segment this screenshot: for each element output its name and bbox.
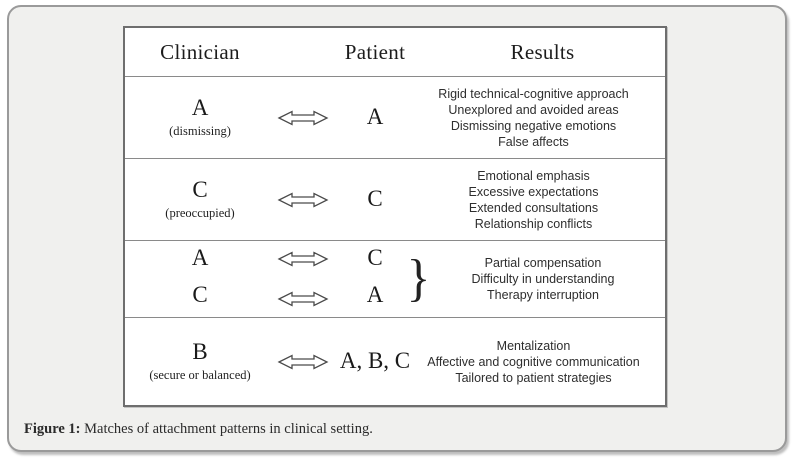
double-arrow-icon bbox=[277, 191, 328, 208]
clinician-cell: A C bbox=[125, 241, 275, 317]
figure-caption: Figure 1: Matches of attachment patterns… bbox=[24, 421, 373, 438]
double-arrow-icon bbox=[277, 251, 328, 267]
clinician-cell: C (preoccupied) bbox=[125, 159, 275, 240]
table-row: B (secure or balanced) A, B, C Mentaliza… bbox=[125, 318, 665, 405]
result-line: Therapy interruption bbox=[487, 288, 599, 302]
double-arrow-icon bbox=[277, 353, 328, 370]
patient-letter: A bbox=[366, 104, 384, 130]
patient-letter: A, B, C bbox=[339, 348, 411, 374]
header-patient: Patient bbox=[344, 39, 406, 64]
result-line: Affective and cognitive communication bbox=[427, 354, 640, 369]
results-lines: Partial compensation Difficulty in under… bbox=[439, 255, 647, 303]
header-spacer bbox=[275, 28, 330, 76]
clinician-sublabel: (preoccupied) bbox=[165, 205, 235, 220]
header-results: Results bbox=[510, 39, 575, 64]
result-line: Unexplored and avoided areas bbox=[448, 102, 619, 117]
table-row: A (dismissing) A Rigid technical-cogniti… bbox=[125, 77, 665, 159]
table-header-row: Clinician Patient Results bbox=[125, 28, 665, 77]
patient-letter: C bbox=[367, 186, 383, 212]
table-row: A C C A } Partial compensation Difficult… bbox=[125, 241, 665, 318]
arrow-cell bbox=[275, 77, 330, 158]
patient-letter: C bbox=[367, 245, 383, 270]
patient-cell: C bbox=[330, 159, 420, 240]
result-line: Tailored to patient strategies bbox=[455, 370, 612, 385]
clinician-letter: C bbox=[192, 177, 208, 203]
result-line: Mentalization bbox=[496, 338, 571, 353]
arrow-cell bbox=[275, 318, 330, 405]
results-cell: Rigid technical-cognitive approach Unexp… bbox=[420, 77, 665, 158]
result-line: Extended consultations bbox=[468, 200, 599, 215]
results-cell: } Partial compensation Difficulty in und… bbox=[407, 241, 665, 317]
table-row: C (preoccupied) C Emotional emphasis Exc… bbox=[125, 159, 665, 241]
results-cell: Mentalization Affective and cognitive co… bbox=[420, 318, 665, 405]
double-arrow-icon bbox=[277, 291, 328, 307]
clinician-cell: B (secure or balanced) bbox=[125, 318, 275, 405]
brace-glyph: } bbox=[406, 250, 431, 307]
result-line: Rigid technical-cognitive approach bbox=[438, 86, 629, 101]
double-arrow-icon bbox=[277, 109, 328, 126]
arrow-cell bbox=[275, 159, 330, 240]
clinician-letter: B bbox=[192, 339, 208, 365]
results-cell: Emotional emphasis Excessive expectation… bbox=[420, 159, 665, 240]
result-line: Difficulty in understanding bbox=[471, 272, 615, 286]
clinician-sublabel: (dismissing) bbox=[169, 123, 231, 138]
figure-caption-label: Figure 1: bbox=[24, 421, 81, 437]
clinician-sublabel: (secure or balanced) bbox=[149, 367, 251, 382]
attachment-patterns-table: Clinician Patient Results A (dismissing)… bbox=[123, 26, 667, 407]
header-clinician: Clinician bbox=[160, 39, 240, 64]
result-line: Excessive expectations bbox=[468, 184, 599, 199]
patient-cell: C A bbox=[330, 241, 420, 317]
patient-cell: A, B, C bbox=[330, 318, 420, 405]
clinician-cell: A (dismissing) bbox=[125, 77, 275, 158]
clinician-letter: C bbox=[192, 281, 208, 307]
clinician-letter: A bbox=[191, 245, 209, 270]
clinician-letter: A bbox=[191, 95, 209, 121]
patient-cell: A bbox=[330, 77, 420, 158]
result-line: Dismissing negative emotions bbox=[450, 118, 617, 133]
result-line: Partial compensation bbox=[484, 256, 602, 270]
result-line: False affects bbox=[498, 134, 569, 149]
result-line: Relationship conflicts bbox=[474, 216, 593, 231]
result-line: Emotional emphasis bbox=[477, 168, 590, 183]
patient-letter: A bbox=[366, 281, 384, 307]
figure-caption-text: Matches of attachment patterns in clinic… bbox=[84, 421, 373, 437]
arrow-cell bbox=[275, 241, 330, 317]
